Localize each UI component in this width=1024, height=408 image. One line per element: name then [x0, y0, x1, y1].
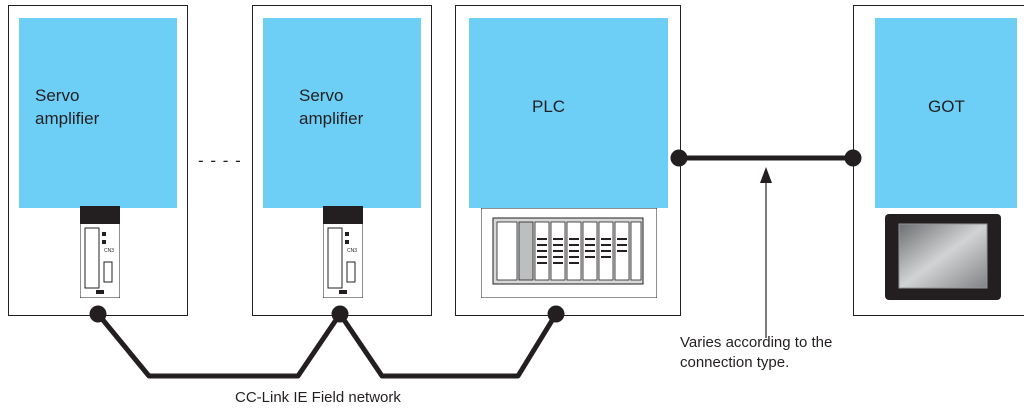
- cc-link-network-cable: [95, 311, 559, 379]
- servo-2-network-port: [331, 305, 349, 323]
- plc-box: PLC: [455, 5, 681, 316]
- ellipsis-connector: - - - -: [198, 151, 242, 170]
- connection-note-arrowhead: [760, 167, 772, 183]
- plc-label: PLC: [532, 97, 566, 116]
- servo-amplifier-1-panel: Servo amplifier: [19, 18, 177, 208]
- servo-amplifier-2-box: Servo amplifier CN3: [252, 5, 432, 316]
- svg-text:CN3: CN3: [104, 248, 114, 254]
- plc-image: [481, 208, 657, 298]
- got-label: GOT: [928, 97, 965, 116]
- got-panel: GOT: [875, 18, 1017, 208]
- network-label: CC-Link IE Field network: [235, 389, 401, 406]
- svg-text:CN3: CN3: [347, 248, 357, 254]
- got-display-image: [885, 214, 1001, 300]
- servo-amplifier-1-image: CN3: [80, 206, 120, 298]
- servo-amplifier-2-image: CN3: [323, 206, 363, 298]
- servo-amplifier-2-panel: Servo amplifier: [263, 18, 421, 208]
- plc-got-port: [670, 149, 688, 167]
- plc-network-port: [547, 305, 565, 323]
- got-port: [844, 149, 862, 167]
- servo-amplifier-1-label: Servo amplifier: [35, 86, 100, 128]
- servo-1-network-port: [89, 305, 107, 323]
- plc-panel: PLC: [469, 18, 668, 208]
- servo-amplifier-1-box: Servo amplifier CN3: [8, 5, 188, 316]
- servo-amplifier-2-label: Servo amplifier: [299, 86, 364, 128]
- connection-type-note: Varies according to the connection type.: [680, 334, 833, 371]
